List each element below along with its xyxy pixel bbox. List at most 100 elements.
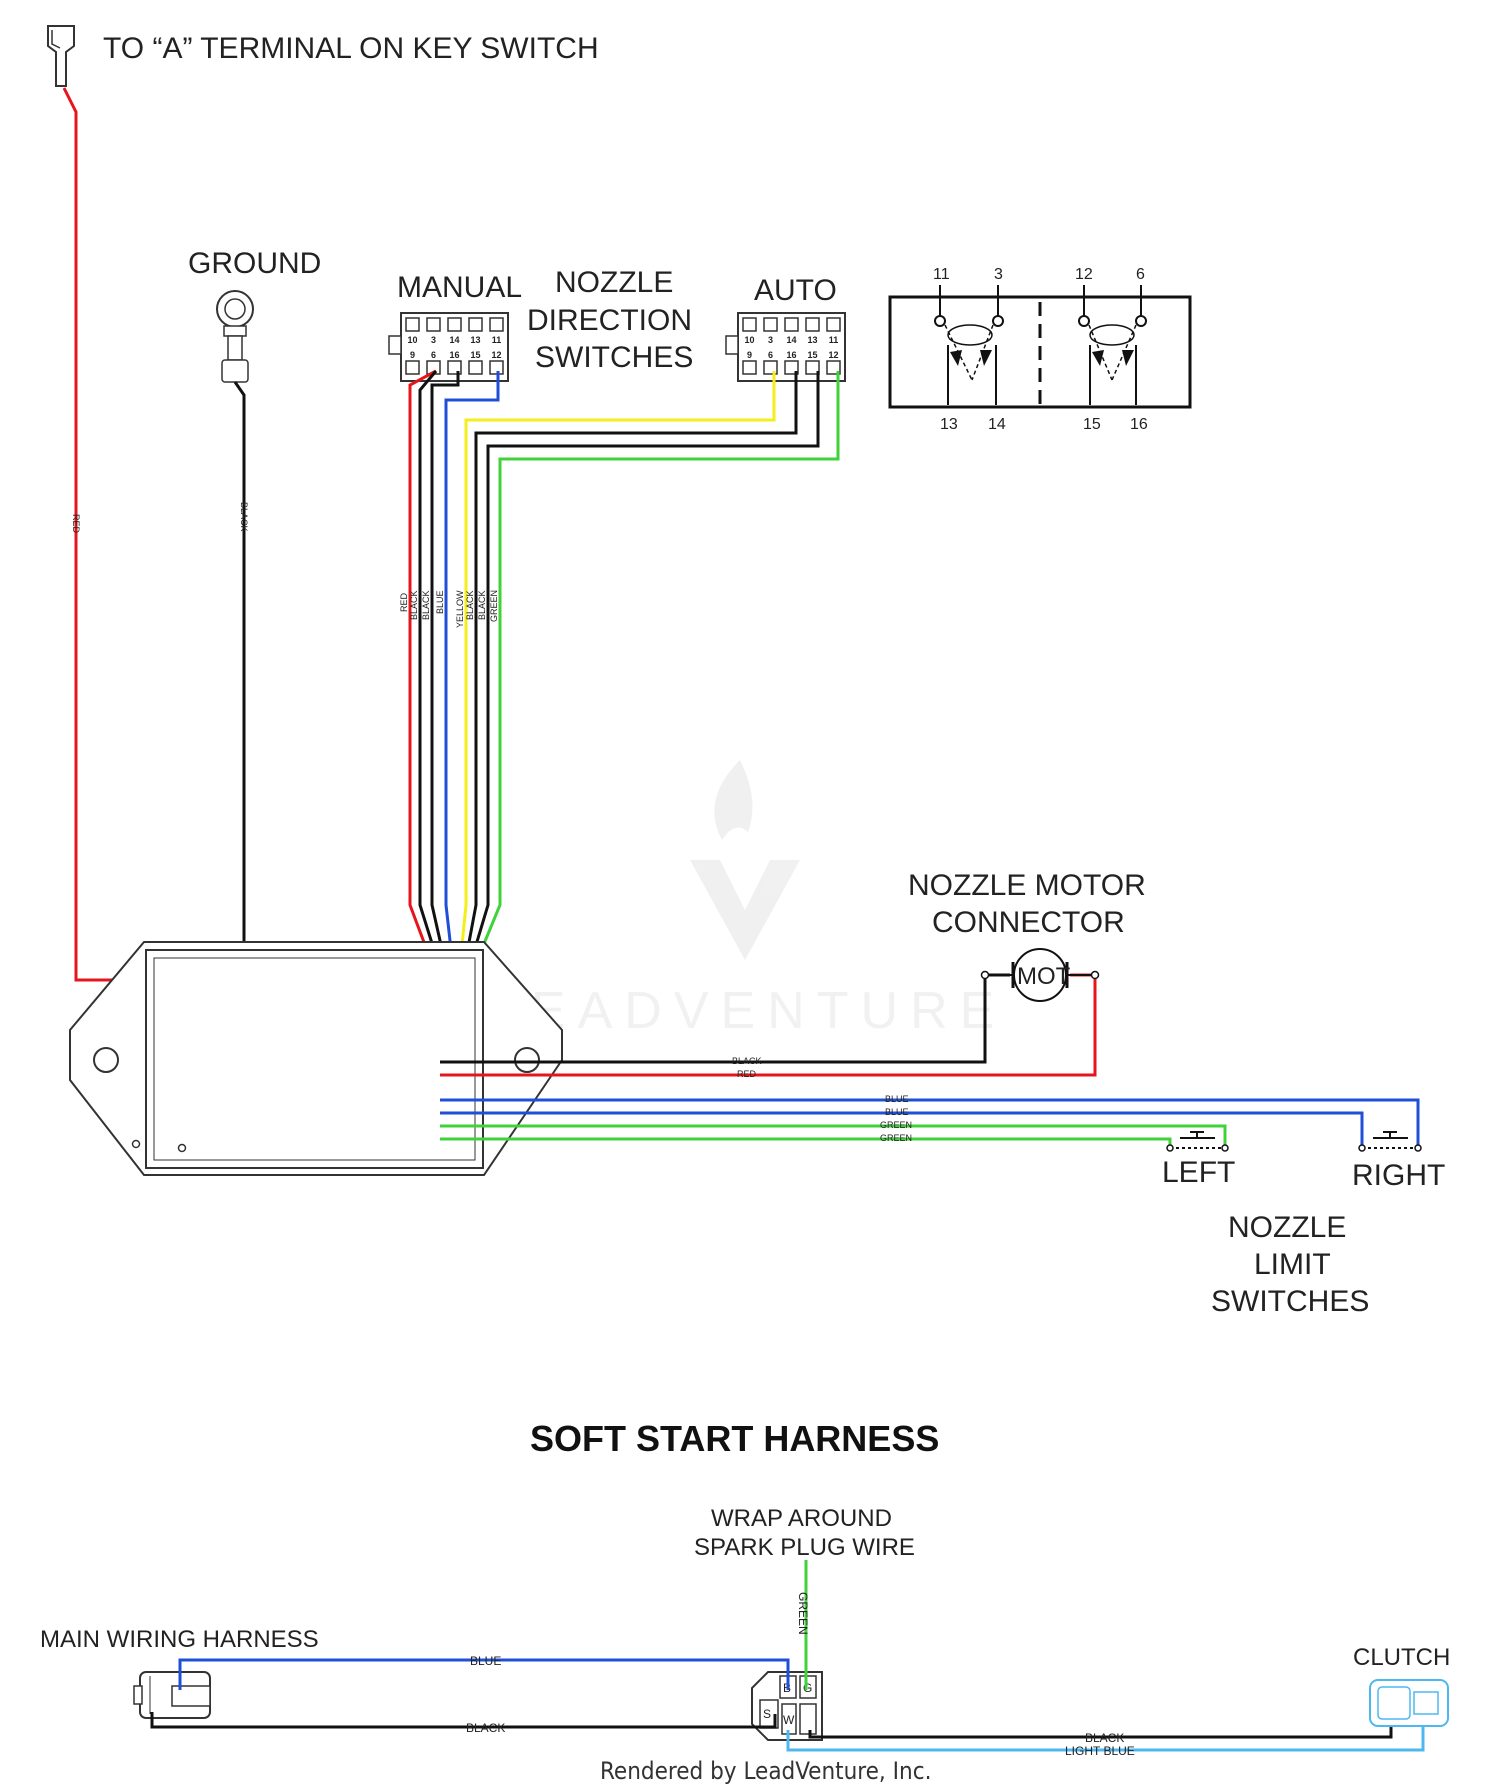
auto-green-wire: [465, 371, 840, 986]
soft-start-title: SOFT START HARNESS: [530, 1418, 939, 1459]
limit-label: LIMIT: [1254, 1248, 1331, 1281]
manual-pin-box-top-2: [447, 317, 462, 332]
manual-pin-top-3: 13: [470, 335, 480, 345]
soft-black-right-label: BLACK: [1085, 1731, 1124, 1745]
auto-pin-top-4: 11: [829, 335, 839, 345]
right-limit-switch: [1358, 1131, 1422, 1152]
auto-pin-bottom-1: 6: [768, 350, 773, 360]
black-ground-wire: [233, 381, 246, 985]
manual-pin-top-4: 11: [492, 335, 502, 345]
limit-blue-label-2: BLUE: [885, 1107, 909, 1117]
direction-label: DIRECTION: [527, 304, 692, 337]
manual-pin-bottom-1: 6: [431, 350, 436, 360]
harness-label-black-2: BLACK: [421, 590, 431, 620]
soft-light-blue-label: LIGHT BLUE: [1065, 1744, 1135, 1758]
limit-green-wire-1: [440, 1124, 1227, 1148]
clutch-label: CLUTCH: [1353, 1644, 1450, 1671]
mot-label: MOT: [1017, 963, 1071, 990]
switch-pin-16: 16: [1130, 416, 1148, 433]
auto-pin-box-bottom-1: [763, 360, 778, 375]
harness-label-red: RED: [399, 592, 409, 612]
soft-blue-wire: [178, 1658, 790, 1690]
clutch-connector: [1369, 1679, 1449, 1727]
manual-pin-box-top-1: [426, 317, 441, 332]
switch-pin-12: 12: [1075, 266, 1093, 283]
soft-black-label: BLACK: [466, 1721, 505, 1735]
auto-pin-bottom-0: 9: [747, 350, 752, 360]
motor-black-label: BLACK: [732, 1056, 762, 1066]
harness-label-green: GREEN: [489, 590, 499, 622]
manual-label: MANUAL: [397, 271, 522, 304]
switch-schematic: [888, 285, 1192, 409]
auto-pin-top-2: 14: [786, 335, 796, 345]
limit-nozzle-label: NOZZLE: [1228, 1211, 1346, 1244]
auto-yellow-wire: [456, 371, 776, 986]
red-key-wire: [62, 87, 190, 982]
limit-blue-wire-2: [440, 1111, 1364, 1148]
limit-switches-label: SWITCHES: [1211, 1285, 1369, 1318]
wrap-label-2: SPARK PLUG WIRE: [694, 1534, 915, 1561]
manual-pin-box-top-3: [468, 317, 483, 332]
auto-black-wire-1: [459, 371, 798, 986]
key-switch-terminal: [47, 25, 75, 87]
soft-blue-label: BLUE: [470, 1654, 501, 1668]
auto-pin-box-top-3: [805, 317, 820, 332]
harness-label-black-4: BLACK: [477, 590, 487, 620]
manual-red-wire: [408, 369, 442, 986]
soft-black-wire-left: [150, 1712, 777, 1729]
switch-pin-3: 3: [994, 266, 1003, 283]
auto-pin-box-top-0: [742, 317, 757, 332]
harness-label-black-1: BLACK: [409, 590, 419, 620]
auto-pin-box-bottom-2: [784, 360, 799, 375]
manual-pin-top-1: 3: [431, 335, 436, 345]
main-harness-connector: [133, 1671, 211, 1719]
switch-pin-11: 11: [933, 266, 950, 283]
key-switch-label: TO “A” TERMINAL ON KEY SWITCH: [103, 32, 599, 65]
wrap-label-1: WRAP AROUND: [711, 1505, 892, 1532]
manual-pin-box-top-0: [405, 317, 420, 332]
auto-pin-box-top-2: [784, 317, 799, 332]
ground-ring-terminal: [216, 290, 254, 383]
harness-label-yellow: YELLOW: [455, 590, 465, 628]
main-harness-label: MAIN WIRING HARNESS: [40, 1626, 319, 1653]
manual-pin-box-bottom-0: [405, 360, 420, 375]
left-label: LEFT: [1162, 1156, 1235, 1189]
limit-green-label-2: GREEN: [880, 1133, 912, 1143]
auto-black-wire-2: [462, 371, 820, 986]
left-limit-switch: [1166, 1131, 1229, 1152]
footer-text: Rendered by LeadVenture, Inc.: [600, 1757, 931, 1785]
red-key-wire-label: RED: [71, 514, 81, 534]
manual-pin-bottom-3: 15: [470, 350, 480, 360]
nozzle-label: NOZZLE: [555, 266, 673, 299]
watermark-text: LEADVENTURE: [490, 982, 1006, 1040]
nozzle-motor-label: NOZZLE MOTOR: [908, 869, 1146, 902]
manual-pin-top-2: 14: [449, 335, 459, 345]
limit-green-label-1: GREEN: [880, 1120, 912, 1130]
connector-label: CONNECTOR: [932, 906, 1125, 939]
harness-letter-w: W: [783, 1713, 795, 1727]
switch-pin-6: 6: [1136, 266, 1145, 283]
manual-pin-bottom-0: 9: [410, 350, 415, 360]
control-module: [69, 941, 563, 1176]
auto-pin-top-0: 10: [744, 335, 754, 345]
limit-blue-label-1: BLUE: [885, 1094, 909, 1104]
auto-pin-box-top-4: [826, 317, 841, 332]
manual-pin-box-top-4: [489, 317, 504, 332]
auto-pin-box-bottom-0: [742, 360, 757, 375]
switch-pin-14: 14: [988, 416, 1006, 433]
limit-green-wire-2: [440, 1137, 1172, 1148]
auto-pin-bottom-2: 16: [786, 350, 796, 360]
watermark: LEADVENTURE: [490, 760, 1006, 1040]
auto-pin-box-bottom-3: [805, 360, 820, 375]
auto-pin-top-1: 3: [768, 335, 773, 345]
ground-label: GROUND: [188, 247, 321, 280]
manual-black-wire-2: [430, 371, 460, 986]
auto-pin-box-top-1: [763, 317, 778, 332]
right-label: RIGHT: [1352, 1159, 1445, 1192]
manual-pin-top-0: 10: [407, 335, 417, 345]
manual-pin-bottom-2: 16: [449, 350, 459, 360]
switches-label: SWITCHES: [535, 341, 693, 374]
manual-pin-box-bottom-3: [468, 360, 483, 375]
